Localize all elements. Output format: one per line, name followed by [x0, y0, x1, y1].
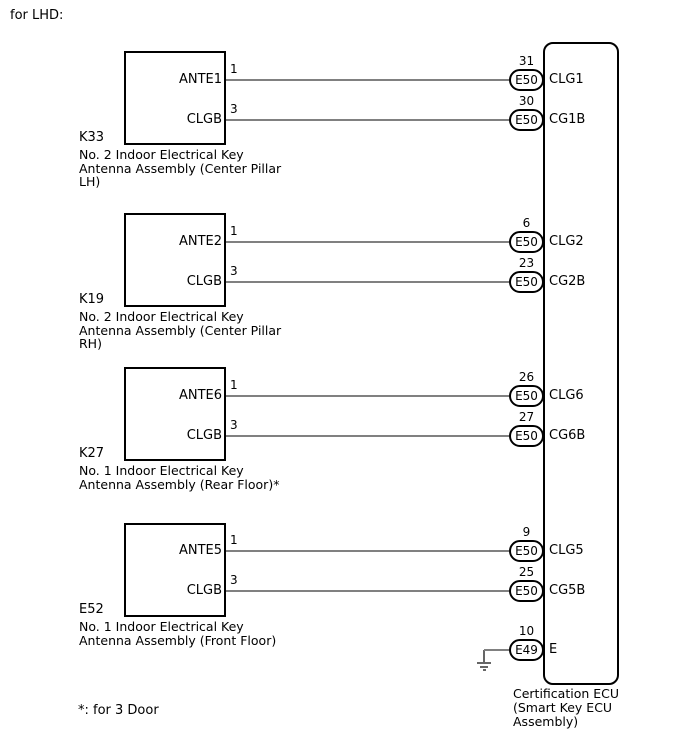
connector-oval: E50	[509, 385, 544, 407]
component-code: E52	[79, 602, 104, 617]
ecu-pin-number: 30	[518, 94, 535, 108]
connector-oval: E49	[509, 639, 544, 661]
pin-number: 1	[230, 62, 238, 76]
ecu-terminal-label: CG6B	[549, 428, 586, 443]
ground-icon-bar	[483, 669, 486, 671]
component-name-line: No. 2 Indoor Electrical Key	[79, 147, 244, 162]
ecu-terminal-label: E	[549, 642, 558, 657]
pin-number: 3	[230, 418, 238, 432]
component-name-line: No. 2 Indoor Electrical Key	[79, 309, 244, 324]
pin-number: 1	[230, 533, 238, 547]
component-name-line: No. 1 Indoor Electrical Key	[79, 463, 244, 478]
ecu-pin-number: 31	[518, 54, 535, 68]
connector-oval: E50	[509, 271, 544, 293]
signal-label: CLGB	[186, 274, 222, 289]
ecu-terminal-label: CLG2	[549, 234, 584, 249]
component-name: No. 1 Indoor Electrical Key Antenna Asse…	[79, 620, 276, 647]
connector-oval: E50	[509, 69, 544, 91]
component-name-line: LH)	[79, 174, 101, 189]
wire	[226, 281, 509, 283]
component-box-k33	[124, 51, 226, 145]
connector-oval: E50	[509, 425, 544, 447]
wire	[226, 590, 509, 592]
ecu-caption-line: Certification ECU	[513, 686, 620, 701]
ecu-terminal-label: CG2B	[549, 274, 586, 289]
connector-oval: E50	[509, 580, 544, 602]
component-name-line: RH)	[79, 336, 102, 351]
pin-number: 3	[230, 102, 238, 116]
ecu-terminal-label: CLG1	[549, 72, 584, 87]
signal-label: ANTE1	[178, 72, 222, 87]
component-name-line: Antenna Assembly (Rear Floor)*	[79, 476, 280, 492]
ground-icon-stem	[483, 650, 485, 662]
ground-icon-bar	[480, 666, 488, 668]
wire	[226, 79, 509, 81]
connector-oval: E50	[509, 540, 544, 562]
ecu-pin-number: 10	[518, 624, 535, 638]
component-name: No. 1 Indoor Electrical Key Antenna Asse…	[79, 464, 279, 491]
component-name-line: Antenna Assembly (Center Pillar	[79, 322, 282, 338]
component-code: K33	[79, 130, 105, 145]
ecu-pin-number: 6	[522, 216, 531, 230]
ecu-terminal-label: CG1B	[549, 112, 586, 127]
signal-label: CLGB	[186, 428, 222, 443]
signal-label: ANTE6	[178, 388, 222, 403]
ecu-terminal-label: CG5B	[549, 583, 586, 598]
ecu-pin-number: 26	[518, 370, 535, 384]
pin-number: 3	[230, 264, 238, 278]
wire	[226, 395, 509, 397]
footnote: *: for 3 Door	[78, 703, 159, 718]
signal-label: ANTE2	[178, 234, 222, 249]
component-box-k19	[124, 213, 226, 307]
ecu-caption-line: (Smart Key ECU	[513, 699, 613, 715]
component-code: K27	[79, 446, 105, 461]
connector-oval: E50	[509, 109, 544, 131]
ecu-pin-number: 23	[518, 256, 535, 270]
component-name-line: No. 1 Indoor Electrical Key	[79, 619, 244, 634]
ecu-terminal-label: CLG5	[549, 543, 584, 558]
pin-number: 1	[230, 224, 238, 238]
lhd-note: for LHD:	[10, 8, 64, 23]
ecu-pin-number: 27	[518, 410, 535, 424]
connector-oval: E50	[509, 231, 544, 253]
signal-label: CLGB	[186, 112, 222, 127]
wire	[226, 550, 509, 552]
ecu-caption-line: Assembly)	[513, 713, 579, 729]
wire	[226, 435, 509, 437]
component-code: K19	[79, 292, 105, 307]
component-box-k27	[124, 367, 226, 461]
ecu-pin-number: 9	[522, 525, 531, 539]
ecu-box	[543, 42, 619, 685]
pin-number: 1	[230, 378, 238, 392]
wire	[226, 241, 509, 243]
wire	[226, 119, 509, 121]
ground-wire	[484, 649, 509, 651]
component-name-line: Antenna Assembly (Center Pillar	[79, 160, 282, 176]
ecu-terminal-label: CLG6	[549, 388, 584, 403]
ground-icon-bar	[477, 662, 491, 664]
pin-number: 3	[230, 573, 238, 587]
signal-label: CLGB	[186, 583, 222, 598]
signal-label: ANTE5	[178, 543, 222, 558]
component-name: No. 2 Indoor Electrical Key Antenna Asse…	[79, 310, 281, 351]
component-name-line: Antenna Assembly (Front Floor)	[79, 632, 277, 648]
component-name: No. 2 Indoor Electrical Key Antenna Asse…	[79, 148, 281, 189]
ecu-caption: Certification ECU (Smart Key ECU Assembl…	[513, 687, 619, 728]
component-box-e52	[124, 523, 226, 617]
ecu-pin-number: 25	[518, 565, 535, 579]
